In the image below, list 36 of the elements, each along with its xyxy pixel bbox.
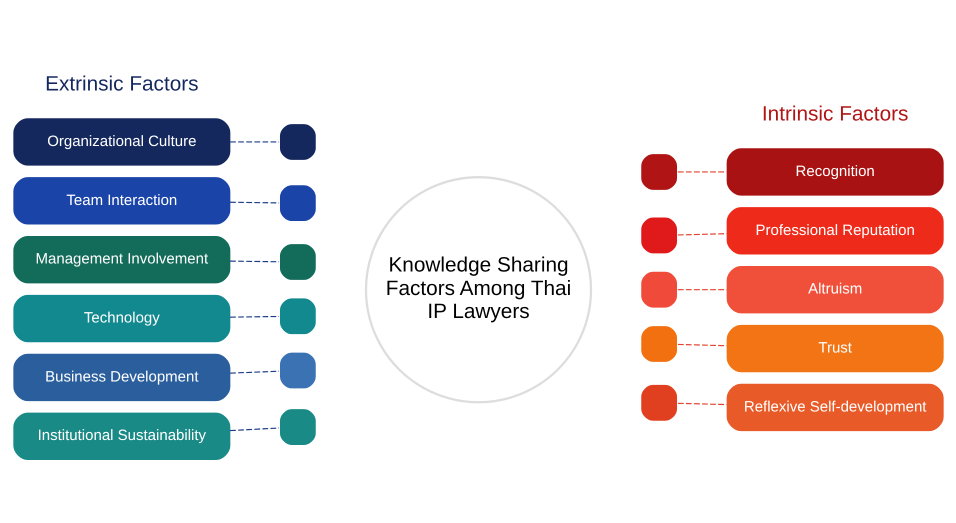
label: Intrinsic Factors (761, 102, 908, 125)
node-arc (640, 383, 678, 422)
label: Extrinsic Factors (44, 72, 198, 95)
node-box: Altruism (726, 266, 944, 313)
connector (230, 140, 279, 142)
node-box: Professional Reputation (726, 206, 944, 254)
node-box: Team Interaction (12, 176, 230, 224)
node-arc (640, 324, 678, 362)
node-box: Organizational Culture (12, 118, 230, 166)
node-arc (278, 350, 316, 390)
node-box: Technology (12, 294, 230, 342)
node-arc (640, 216, 678, 254)
connector (677, 402, 726, 405)
connector (230, 370, 279, 374)
node-arc (640, 270, 678, 308)
connector (230, 315, 279, 318)
node-box: Institutional Sustainability (12, 412, 230, 460)
node-arc (278, 184, 316, 222)
connector (230, 426, 279, 431)
node-arc (278, 296, 316, 335)
node-box: Recognition (726, 148, 944, 196)
connector (677, 288, 726, 290)
node-arc (278, 408, 316, 446)
node-box: Management Involvement (12, 236, 230, 283)
connector (677, 170, 726, 172)
connector (230, 201, 279, 203)
connector (230, 260, 279, 262)
node-box: Reflexive Self-development (726, 383, 944, 431)
connector (677, 232, 726, 236)
connector (677, 343, 726, 346)
node-box: Trust (726, 324, 944, 372)
node-box: Business Development (12, 353, 230, 401)
node-arc (278, 122, 316, 160)
node-circle: Knowledge Sharing Factors Among Thai IP Lawyers (364, 176, 592, 403)
node-arc (278, 242, 316, 281)
node-arc (640, 152, 678, 191)
